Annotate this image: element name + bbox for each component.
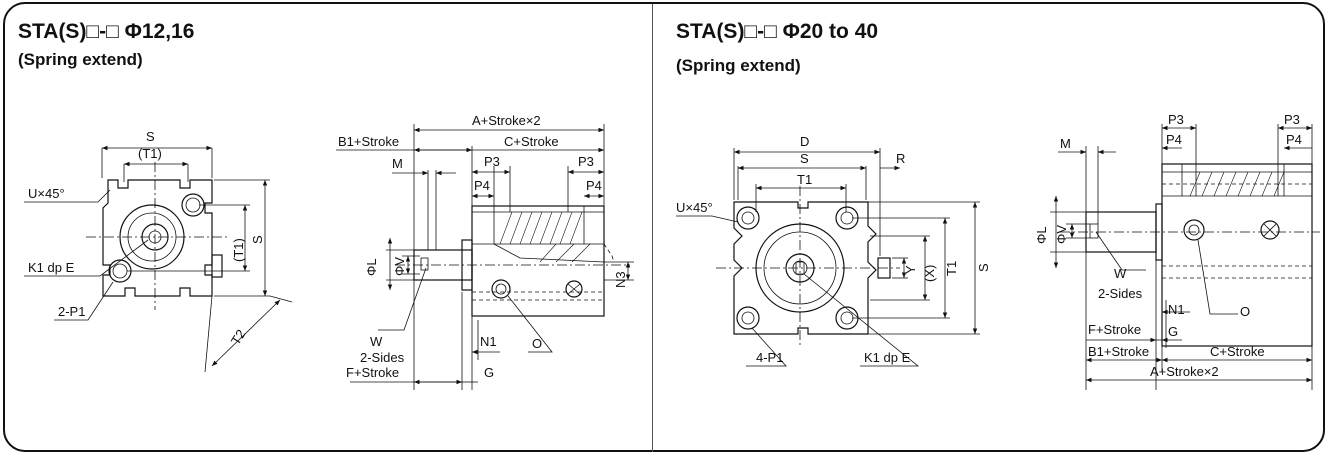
lf-t1-top: (T1) (138, 146, 162, 161)
left-front-labels: S (T1) U×45° K1 dp E 2-P1 (T1) S T2 (28, 129, 265, 348)
rf-t1-top: T1 (797, 172, 812, 187)
ls-g: G (484, 365, 494, 380)
ls-n1: N1 (480, 334, 497, 349)
rs-g: G (1168, 324, 1178, 339)
ls-f: F+Stroke (346, 365, 399, 380)
rf-y: Y (903, 265, 918, 274)
ls-phil: ΦL (364, 258, 379, 276)
rs-phil: ΦL (1034, 226, 1049, 244)
rf-s-top: S (800, 151, 809, 166)
ls-b1: B1+Stroke (338, 134, 399, 149)
rf-u45: U×45° (676, 200, 713, 215)
rs-p3a: P3 (1168, 112, 1184, 127)
rs-f: F+Stroke (1088, 322, 1141, 337)
panel-divider (652, 4, 653, 452)
right-title: STA(S)□-□ Φ20 to 40 (676, 20, 879, 43)
lf-t1-side: (T1) (231, 238, 246, 262)
rf-s-side: S (976, 263, 991, 272)
rf-x: (X) (922, 265, 937, 282)
left-title: STA(S)□-□ Φ12,16 (18, 20, 195, 43)
rs-p4b: P4 (1286, 132, 1302, 147)
rf-t1-side: T1 (944, 261, 959, 276)
rs-p3b: P3 (1284, 112, 1300, 127)
right-side-labels: M P3 P3 P4 P4 ΦL ΦV W 2-Sides N1 O F+Str… (1034, 112, 1302, 379)
rs-c: C+Stroke (1210, 344, 1265, 359)
drawing-frame (3, 2, 1325, 452)
rs-m: M (1060, 136, 1071, 151)
ls-n3: N3 (613, 271, 628, 288)
ls-p4a: P4 (474, 178, 490, 193)
right-front-view (676, 148, 980, 367)
right-front-labels: D S R T1 U×45° Y (X) T1 S 4-P1 K1 dp E (676, 134, 991, 365)
ls-m: M (392, 156, 403, 171)
ls-phiv: ΦV (392, 257, 407, 276)
ls-a: A+Stroke×2 (472, 113, 541, 128)
lf-s-top: S (146, 129, 155, 144)
right-side-view (1050, 124, 1320, 390)
rf-r: R (896, 151, 905, 166)
rs-w: W (1114, 266, 1127, 281)
right-subtitle: (Spring extend) (676, 56, 801, 75)
ls-o: O (532, 336, 542, 351)
rf-k1: K1 dp E (864, 350, 911, 365)
ls-c: C+Stroke (504, 134, 559, 149)
rf-d: D (800, 134, 809, 149)
left-side-view (336, 124, 634, 390)
rs-o: O (1240, 304, 1250, 319)
left-subtitle: (Spring extend) (18, 50, 143, 69)
rs-b1: B1+Stroke (1088, 344, 1149, 359)
ls-p3a: P3 (484, 154, 500, 169)
ls-p3b: P3 (578, 154, 594, 169)
rs-phiv: ΦV (1054, 225, 1069, 244)
rs-n1: N1 (1168, 302, 1185, 317)
rs-a: A+Stroke×2 (1150, 364, 1219, 379)
ls-p4b: P4 (586, 178, 602, 193)
rs-p4a: P4 (1166, 132, 1182, 147)
left-side-labels: A+Stroke×2 B1+Stroke C+Stroke M P3 P3 P4… (338, 113, 628, 380)
left-front-view (24, 145, 293, 373)
lf-u45: U×45° (28, 186, 65, 201)
lf-t2: T2 (228, 327, 249, 348)
rf-p1: 4-P1 (756, 350, 783, 365)
lf-s-side: S (250, 235, 265, 244)
ls-sides: 2-Sides (360, 350, 405, 365)
ls-w: W (370, 334, 383, 349)
lf-k1: K1 dp E (28, 260, 75, 275)
lf-p1: 2-P1 (58, 304, 85, 319)
rs-sides: 2-Sides (1098, 286, 1143, 301)
